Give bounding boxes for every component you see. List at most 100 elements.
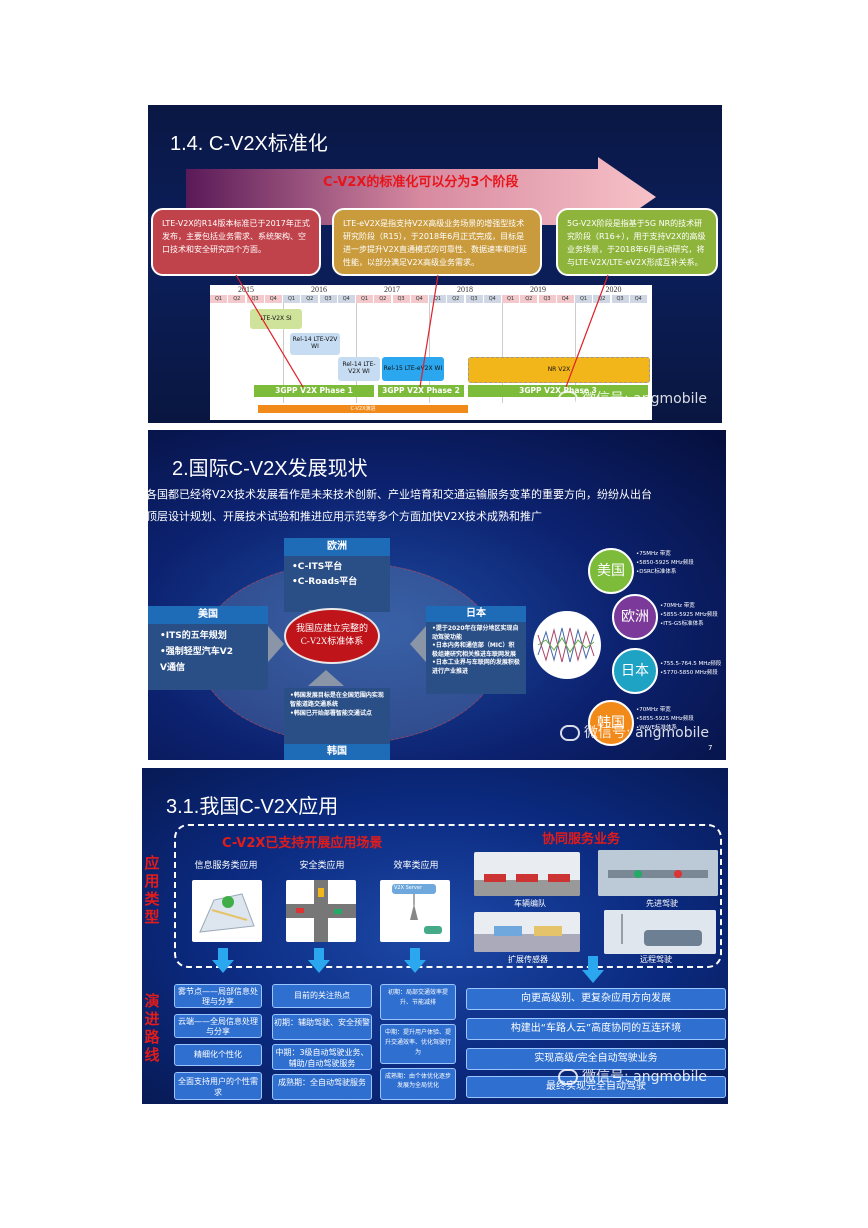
wechat-icon (560, 725, 580, 741)
intro-line-1: 各国都已经将V2X技术发展看作是未来技术创新、产业培育和交通运输服务变革的重要方… (148, 488, 653, 501)
center-goal: 我国应建立完整的 C-V2X标准体系 (284, 608, 380, 664)
quarter-label: Q4 (410, 295, 428, 303)
spectrum-graphic (533, 611, 601, 679)
bubble-lte-ev2x: LTE-eV2X是指支持V2X高级业务场景的增强型技术研究阶段（R15），于20… (332, 208, 542, 276)
banner-text: C-V2X的标准化可以分为3个阶段 (323, 175, 519, 190)
evolution-bar: C-V2X演进 (258, 405, 468, 413)
arrow-up-icon (308, 670, 344, 686)
map-pin-icon (192, 880, 262, 942)
info-evo-2: 云端——全局信息处理与分享 (174, 1014, 262, 1038)
platooning-image (474, 852, 580, 896)
collab-remote: 远程驾驶 (640, 955, 672, 964)
quarter-label: Q2 (593, 295, 611, 303)
cat-safety: 安全类应用 (299, 861, 345, 871)
arrow-down-icon (308, 960, 330, 973)
collab-evo-1: 向更高级别、更复杂应用方向发展 (466, 988, 726, 1010)
slide-china-application: 3.1.我国C-V2X应用 应用类型 演进路线 C-V2X已支持开展应用场景 协… (142, 768, 728, 1104)
panel-japan-head: 日本 (426, 606, 526, 622)
collab-evo-3: 实现高级/完全自动驾驶业务 (466, 1048, 726, 1070)
quarter-label: Q2 (447, 295, 465, 303)
japan-item: •日本工业界与车联网的发展积极进行产业推进 (432, 659, 520, 675)
quarter-label: Q2 (374, 295, 392, 303)
quarter-label: Q1 (356, 295, 373, 303)
year-label: 2015 (238, 285, 254, 294)
page-number: 7 (708, 744, 713, 752)
extended-sensor-image (474, 912, 580, 952)
wechat-icon (558, 1069, 578, 1085)
efficiency-evo-2: 中期：提升用户体验、提升交通效率、优化驾驶行为 (380, 1024, 456, 1064)
usa-spec: •75MHz 带宽•5850-5925 MHz频段•DSRC标准体系 (636, 551, 694, 575)
slide-international: 2.国际C-V2X发展现状 各国都已经将V2X技术发展看作是未来技术创新、产业培… (148, 430, 726, 760)
wi-rel14-v2v: Rel-14 LTE-V2V WI (290, 333, 340, 355)
arrow-left-icon (410, 626, 426, 662)
arrow-right-icon (268, 626, 284, 662)
quarter-label: Q1 (502, 295, 519, 303)
quarter-label: Q4 (483, 295, 501, 303)
safety-evo-1: 目前的关注热点 (272, 984, 372, 1008)
efficiency-evo-1: 初期：局部交通效率提升、节能减排 (380, 984, 456, 1020)
japan-item: •提于2020年在部分地区实现自动驾驶功能 (432, 625, 519, 641)
wechat-icon (558, 391, 578, 407)
collab-title: 协同服务业务 (542, 832, 621, 847)
wi-lte-v2x-si: LTE-V2X SI (250, 309, 302, 329)
year-label: 2017 (384, 285, 400, 294)
collab-sensor: 扩展传感器 (508, 955, 548, 964)
safety-evo-4: 成熟期：全自动驾驶服务 (272, 1074, 372, 1100)
quarter-label: Q4 (629, 295, 647, 303)
usa-item: V通信 (160, 663, 185, 673)
quarter-label: Q2 (301, 295, 319, 303)
collab-platoon: 车辆编队 (514, 899, 546, 908)
year-label: 2016 (311, 285, 327, 294)
europe-item: •C-ITS平台 (292, 562, 343, 572)
slide-standardization: 1.4. C-V2X标准化 C-V2X的标准化可以分为3个阶段 LTE-V2X的… (148, 105, 722, 423)
slide1-title: 1.4. C-V2X标准化 (170, 133, 328, 155)
arrow-down-icon (404, 960, 426, 973)
wi-nr-v2x: NR V2X (468, 357, 650, 383)
cat-efficiency: 效率类应用 (393, 861, 439, 871)
pointer-lines (235, 274, 609, 388)
korea-spec: •70MHz 带宽•5855-5925 MHz频段•WAVE标准体系 (636, 707, 694, 731)
info-evo-3: 精细化个性化 (174, 1044, 262, 1066)
panel-usa-head: 美国 (148, 606, 268, 624)
circle-europe: 欧洲 (612, 594, 658, 640)
quarter-label: Q4 (556, 295, 574, 303)
quarter-label: Q3 (392, 295, 410, 303)
panel-europe-head: 欧洲 (284, 538, 390, 556)
collab-evo-4: 最终实现完全自动驾驶 (466, 1076, 726, 1098)
year-label: 2018 (457, 285, 473, 294)
server-label: V2X Server (394, 885, 423, 891)
panel-europe: 欧洲 •C-ITS平台 •C-Roads平台 (284, 538, 390, 612)
phase-3: 3GPP V2X Phase 3 (468, 385, 648, 397)
watermark: 微信号: angmobile (558, 1066, 707, 1086)
panel-korea: •韩国发展目标是在全国范围内实现智能道路交通系统 •韩国已开始部署智能交通试点 … (284, 688, 390, 760)
quarter-label: Q2 (228, 295, 246, 303)
slide2-title: 2.国际C-V2X发展现状 (172, 458, 368, 480)
europe-spec: •70MHz 带宽•5855-5925 MHz频段•ITS-G5标准体系 (660, 603, 718, 627)
quarter-label: Q2 (520, 295, 538, 303)
quarter-label: Q3 (611, 295, 629, 303)
quarter-label: Q1 (575, 295, 592, 303)
panel-korea-head: 韩国 (284, 744, 390, 760)
usa-item: •ITS的五年规划 (160, 631, 227, 641)
quarter-label: Q1 (429, 295, 446, 303)
panel-japan: 日本 •提于2020年在部分地区实现自动驾驶功能 •日本内务和通信部（MIC）积… (426, 606, 526, 694)
safety-evo-3: 中期：3级自动驾驶业务、辅助/自动驾驶服务 (272, 1044, 372, 1070)
slide3-title: 3.1.我国C-V2X应用 (166, 796, 339, 818)
intersection-icon (286, 880, 356, 942)
efficiency-evo-3: 成熟期：由个体优化逐步发展为全局优化 (380, 1068, 456, 1100)
watermark: 微信号: angmobile (560, 722, 709, 742)
circle-japan: 日本 (612, 648, 658, 694)
phase-1: 3GPP V2X Phase 1 (254, 385, 374, 397)
japan-spec: •755.5-764.5 MHz频段•5770-5850 MHz频段 (660, 661, 722, 676)
panel-usa: 美国 •ITS的五年规划 •强制轻型汽车V2 V通信 (148, 606, 268, 690)
korea-item: •韩国已开始部署智能交通试点 (290, 710, 372, 717)
bubble-5g-v2x: 5G-V2X阶段是指基于5G NR的技术研究阶段（R16+），用于支持V2X的高… (556, 208, 718, 276)
quarter-label: Q3 (319, 295, 337, 303)
quarter-label: Q4 (337, 295, 355, 303)
safety-evo-2: 初期：辅助驾驶、安全预警 (272, 1014, 372, 1040)
arrow-down-icon (212, 960, 234, 973)
collab-advanced: 先进驾驶 (646, 899, 678, 908)
cat-info: 信息服务类应用 (194, 861, 258, 871)
advanced-driving-image (598, 850, 718, 896)
korea-item: •韩国发展目标是在全国范围内实现智能道路交通系统 (290, 692, 384, 708)
